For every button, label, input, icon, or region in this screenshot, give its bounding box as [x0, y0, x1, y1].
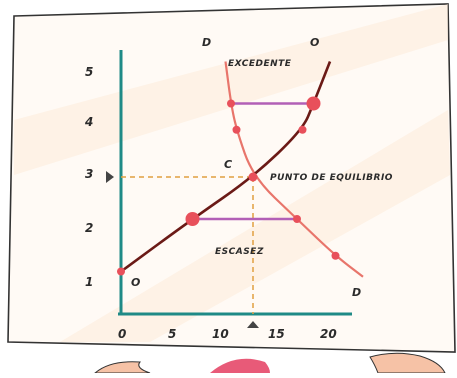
y-tick-label: 3: [85, 167, 93, 181]
bottom-decoration-left: [93, 361, 151, 374]
equilibrium-point-label: C: [224, 158, 232, 171]
y-marker-triangle: [106, 171, 114, 183]
surplus-demand-point: [227, 99, 235, 108]
x-tick-label: 10: [212, 327, 229, 341]
shortage-demand-point: [293, 215, 301, 223]
supply-point: [298, 125, 307, 134]
y-tick-label: 2: [85, 221, 93, 235]
surplus-label: EXCEDENTE: [228, 59, 292, 69]
y-tick-label: 5: [85, 65, 93, 79]
shortage-label: ESCASEZ: [215, 247, 264, 257]
supply-start-point: [117, 267, 125, 276]
supply-curve-label-bottom: O: [131, 276, 140, 289]
supply-curve: [120, 61, 332, 273]
background-band: [60, 110, 450, 342]
x-tick-label: 20: [320, 327, 337, 341]
supply-curve-label-top: O: [310, 36, 319, 49]
x-tick-label: 5: [168, 327, 176, 341]
shortage-supply-point: [185, 212, 200, 226]
demand-curve-label-top: D: [202, 36, 211, 49]
demand-curve-label-bottom: D: [352, 286, 361, 299]
demand-point: [232, 125, 241, 134]
bottom-decoration-pink: [210, 358, 270, 373]
equilibrium-point: [248, 172, 258, 182]
x-tick-label: 0: [118, 327, 126, 341]
y-tick-label: 1: [85, 275, 93, 289]
y-tick-label: 4: [84, 115, 93, 129]
demand-point: [331, 251, 340, 260]
x-marker-triangle: [247, 321, 259, 328]
x-tick-label: 15: [268, 327, 285, 341]
equilibrium-label: PUNTO DE EQUILIBRIO: [270, 173, 393, 183]
curve-points: [117, 96, 340, 276]
bottom-decoration-right: [369, 352, 446, 374]
surplus-supply-point: [306, 96, 321, 111]
